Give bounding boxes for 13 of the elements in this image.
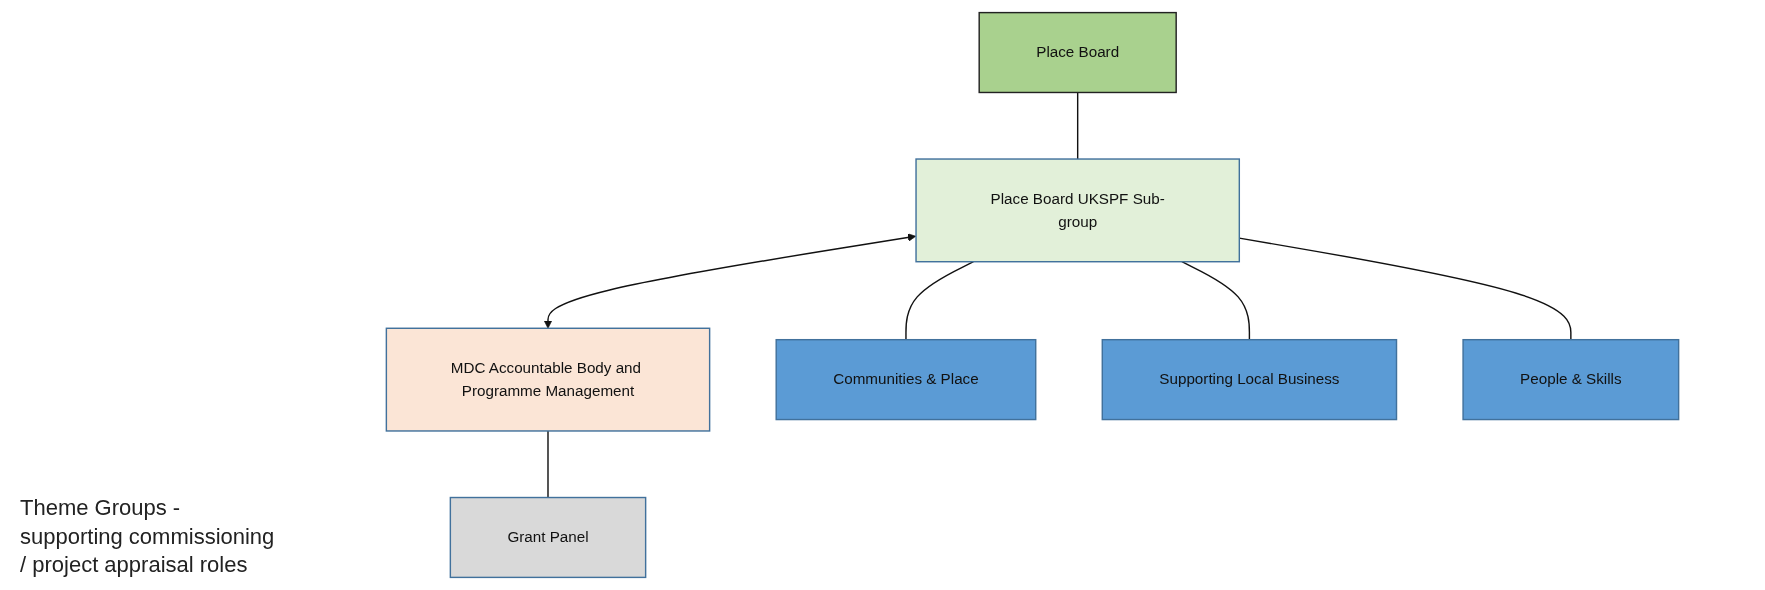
connector xyxy=(1181,261,1251,341)
connector xyxy=(1076,91,1079,160)
connector xyxy=(547,430,549,499)
connector xyxy=(905,261,975,341)
node-box: People & Skills xyxy=(1462,338,1680,421)
node-box: Place Board xyxy=(978,11,1177,94)
node-box: Supporting Local Business xyxy=(1101,338,1398,421)
arrow xyxy=(543,233,917,329)
node-box: Grant Panel xyxy=(449,496,647,579)
node-box: Communities & Place xyxy=(775,338,1037,421)
node-box: Place Board UKSPF Sub-group xyxy=(915,158,1241,263)
note-text: Theme Groups - supporting commissioning / project appraisal roles xyxy=(20,494,276,580)
node-box: MDC Accountable Body and Programme Management xyxy=(385,327,711,432)
